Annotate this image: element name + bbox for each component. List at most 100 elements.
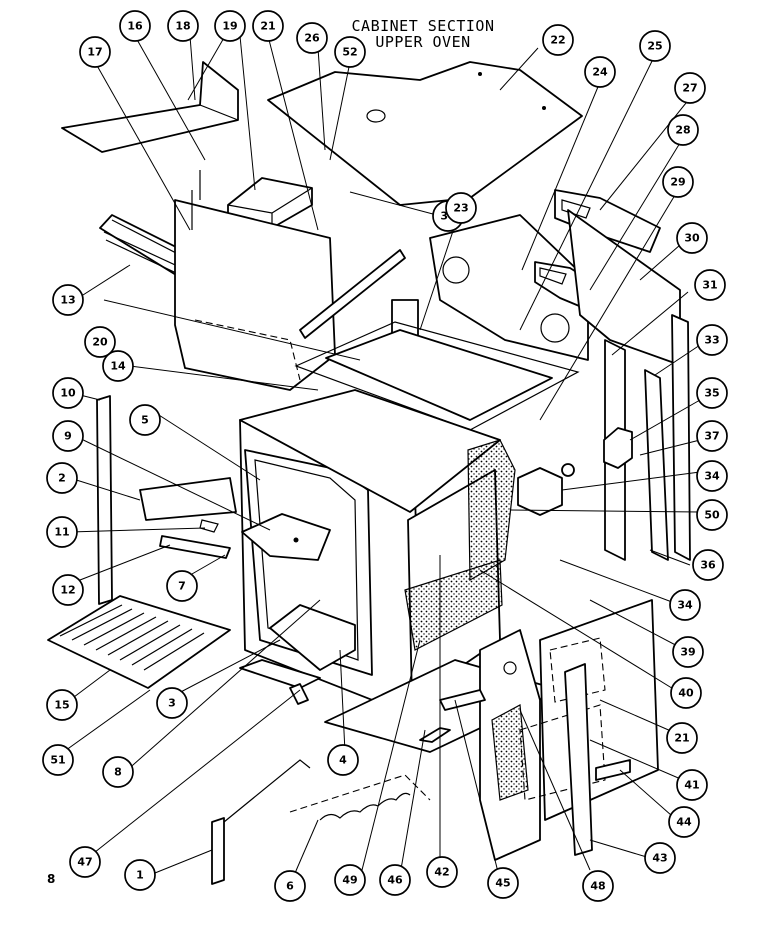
- svg-text:12: 12: [60, 584, 75, 597]
- svg-text:21: 21: [674, 732, 689, 745]
- part-rear-panel: [429, 214, 589, 361]
- callout-15: 15: [46, 689, 78, 721]
- callout-29: 29: [662, 166, 694, 198]
- callout-42: 42: [426, 856, 458, 888]
- callout-2: 2: [46, 462, 78, 494]
- svg-text:44: 44: [676, 816, 692, 829]
- svg-text:16: 16: [127, 20, 143, 33]
- callout-32: 33: [696, 324, 728, 356]
- callout-44: 44: [668, 806, 700, 838]
- callout-50: 50: [696, 499, 728, 531]
- part-strip-46: [419, 727, 451, 743]
- callout-33: 34: [669, 589, 701, 621]
- callout-13: 13: [52, 284, 84, 316]
- svg-text:46: 46: [387, 874, 403, 887]
- svg-text:29: 29: [670, 176, 685, 189]
- svg-text:51: 51: [50, 754, 65, 767]
- svg-text:19: 19: [222, 20, 237, 33]
- svg-text:22: 22: [550, 34, 565, 47]
- callout-11: 11: [46, 516, 78, 548]
- part-vertical-post: [564, 663, 593, 856]
- part-panel-2: [139, 477, 237, 521]
- svg-text:40: 40: [678, 687, 694, 700]
- callout-43: 43: [644, 842, 676, 874]
- part-right-strip-32: [644, 369, 669, 561]
- part-drip-pan: [269, 604, 356, 671]
- callout-25: 25: [639, 30, 671, 62]
- part-rail-12: [159, 535, 231, 559]
- part-insulation-side: [467, 439, 516, 582]
- diagram-title-line2: UPPER OVEN: [375, 33, 471, 51]
- part-top-panel: [267, 61, 583, 206]
- svg-text:7: 7: [178, 580, 186, 593]
- svg-text:18: 18: [175, 20, 190, 33]
- callout-30: 30: [676, 222, 708, 254]
- svg-text:47: 47: [77, 856, 92, 869]
- callout-35: 35: [696, 377, 728, 409]
- svg-text:17: 17: [87, 46, 102, 59]
- svg-text:28: 28: [675, 124, 690, 137]
- part-lower-right-panel: [539, 599, 659, 821]
- part-terminal-block: [211, 817, 225, 885]
- callout-4: 4: [327, 744, 359, 776]
- callout-leaders: [54, 35, 701, 881]
- callout-20: 20: [84, 326, 116, 358]
- svg-text:15: 15: [54, 699, 69, 712]
- callout-31: 31: [694, 269, 726, 301]
- callout-46: 46: [379, 864, 411, 896]
- svg-text:14: 14: [110, 360, 126, 373]
- svg-text:37: 37: [704, 430, 719, 443]
- callout-3: 3: [156, 687, 188, 719]
- svg-text:3: 3: [168, 697, 176, 710]
- part-element-block-7: [241, 513, 331, 561]
- callout-39: 39: [672, 636, 704, 668]
- svg-text:23: 23: [453, 202, 468, 215]
- svg-text:49: 49: [342, 874, 357, 887]
- svg-text:24: 24: [592, 66, 608, 79]
- part-clip-47: [289, 683, 309, 705]
- callout-41: 41: [676, 769, 708, 801]
- svg-text:5: 5: [141, 414, 149, 427]
- callout-18: 18: [167, 10, 199, 42]
- callout-21-right: 21: [666, 722, 698, 754]
- diagram-title-line1: CABINET SECTION: [351, 17, 495, 35]
- part-switch-35: [603, 427, 633, 469]
- callout-8: 8: [102, 756, 134, 788]
- callout-23: 23: [445, 192, 477, 224]
- svg-text:45: 45: [495, 877, 510, 890]
- callout-6: 6: [274, 870, 306, 902]
- svg-text:42: 42: [434, 866, 449, 879]
- part-heating-coil: [319, 792, 411, 821]
- callout-26: 26: [296, 22, 328, 54]
- svg-text:21: 21: [260, 20, 275, 33]
- svg-text:43: 43: [652, 852, 667, 865]
- svg-text:39: 39: [680, 646, 695, 659]
- callout-10: 10: [52, 377, 84, 409]
- part-oven-floor-plate: [325, 329, 553, 421]
- callout-5: 5: [129, 404, 161, 436]
- callout-24: 24: [584, 56, 616, 88]
- svg-text:13: 13: [60, 294, 75, 307]
- svg-text:10: 10: [60, 387, 76, 400]
- part-left-side-panel: [174, 199, 336, 391]
- callout-38: 34: [696, 460, 728, 492]
- callout-45: 45: [487, 867, 519, 899]
- svg-text:2: 2: [58, 472, 66, 485]
- svg-text:41: 41: [684, 779, 699, 792]
- callout-19: 19: [214, 10, 246, 42]
- svg-text:4: 4: [339, 754, 347, 767]
- svg-text:34: 34: [677, 599, 693, 612]
- svg-text:36: 36: [700, 559, 716, 572]
- svg-text:9: 9: [64, 430, 72, 443]
- svg-text:27: 27: [682, 82, 697, 95]
- svg-text:30: 30: [684, 232, 700, 245]
- svg-text:20: 20: [92, 336, 108, 349]
- callout-16: 16: [119, 10, 151, 42]
- part-insulation-lower: [404, 559, 503, 651]
- callout-22: 22: [542, 24, 574, 56]
- callout-37: 37: [696, 420, 728, 452]
- callout-14: 14: [102, 350, 134, 382]
- callout-21-top: 21: [252, 10, 284, 42]
- callout-51: 51: [42, 744, 74, 776]
